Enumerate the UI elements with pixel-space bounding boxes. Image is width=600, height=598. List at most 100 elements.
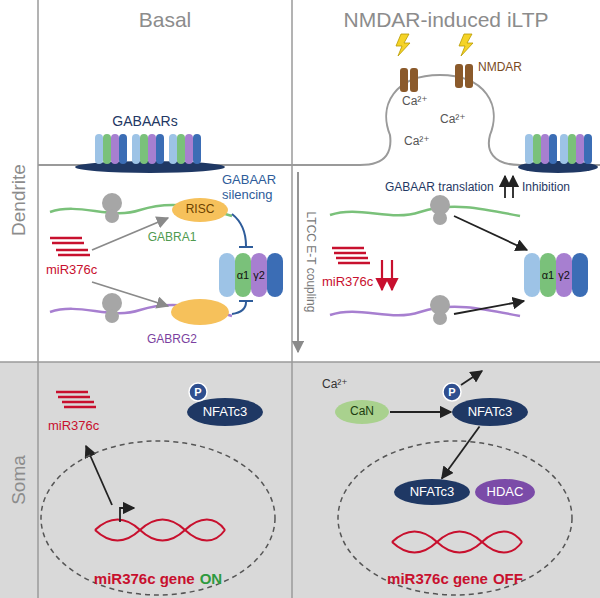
- mirna-label: miR376c: [48, 419, 99, 434]
- mirna-duplex: [56, 250, 90, 255]
- loading-arrow: [92, 172, 298, 352]
- text-holder: α1: [540, 253, 556, 297]
- protein-ellipse: NFATc3: [393, 478, 471, 506]
- column-title: Basal: [139, 8, 192, 32]
- soma-ground: [0, 362, 600, 598]
- text-holder: CaN: [334, 399, 390, 425]
- translation-arrow: [454, 176, 527, 314]
- receptor-subunit: [572, 253, 588, 297]
- shape-outline: [335, 400, 389, 424]
- gabaa-receptor-cluster: [95, 134, 127, 164]
- text-holder: P: [188, 382, 208, 402]
- gabaa-receptor-cluster: [75, 134, 598, 173]
- silencing-bar: [232, 214, 246, 246]
- ion-label: Ca²⁺: [440, 113, 466, 127]
- node-text: miR376c gene: [94, 570, 195, 587]
- gene-label: GABRG2: [147, 333, 197, 347]
- gabaa-receptor-cluster: [132, 134, 164, 164]
- silencing-bar: [232, 214, 253, 314]
- gabaa-receptor-cluster: [560, 134, 592, 164]
- node-text: γ2: [558, 269, 570, 282]
- mrna-strand: [330, 207, 520, 216]
- panel-divider: [37, 0, 39, 598]
- node-text: α1: [237, 269, 249, 282]
- stimulus-bolt: [459, 34, 473, 56]
- node-text: CaN: [350, 405, 374, 419]
- ion-label: Ca²⁺: [402, 95, 428, 109]
- text-holder: NFATc3: [393, 478, 471, 506]
- shape-outline: [338, 441, 572, 595]
- node-text: P: [194, 386, 201, 399]
- mirna-duplex: [56, 392, 90, 397]
- translation-arrow: [454, 216, 527, 250]
- activation-arrow: [390, 411, 451, 413]
- ribosome: [430, 195, 450, 225]
- region-label: Dendrite: [8, 164, 30, 236]
- nucleus-outline: miR376c geneOFF NFATc3 HDAC: [337, 440, 573, 596]
- activation-arrow: [442, 426, 480, 478]
- nmdar-channel: [400, 64, 473, 92]
- process-label: Inhibition: [522, 181, 570, 195]
- process-label: GABAAR translation: [385, 181, 494, 195]
- protein-ellipse: CaN: [334, 399, 390, 425]
- dna-helix: [95, 520, 225, 541]
- receptor-subunit: γ2: [251, 253, 267, 297]
- subunit-body: [540, 253, 556, 297]
- phosphate-circle: P: [442, 382, 462, 402]
- receptor-subunit: [524, 253, 540, 297]
- receptor-subunit: γ2: [556, 253, 572, 297]
- subunit-body: [556, 253, 572, 297]
- subunit-body: [235, 253, 251, 297]
- receptor-subunit: [219, 253, 235, 297]
- receptor-subunit: α1: [540, 253, 556, 297]
- mrna-strand: [330, 307, 520, 316]
- shape-outline: [443, 383, 461, 401]
- subunit-body: [251, 253, 267, 297]
- translation-arrow: [512, 176, 514, 198]
- translation-arrow: [454, 301, 524, 314]
- text-holder: RISC: [171, 197, 229, 223]
- dna-helix: [392, 532, 522, 553]
- shape-outline: [475, 479, 535, 505]
- shape-outline: [41, 441, 275, 595]
- panel-divider: [291, 0, 293, 598]
- process-label: GABAAR silencing: [222, 173, 290, 203]
- text-holder: P: [442, 382, 462, 402]
- gene-label: GABRA1: [148, 231, 197, 245]
- mirna-duplex: [50, 238, 84, 243]
- text-holder: miR376c gene ON: [40, 570, 276, 587]
- dna-helix: [95, 520, 522, 553]
- process-label: LTCC E-T coupling: [303, 212, 317, 313]
- gabaa-receptor-cluster: [525, 134, 557, 164]
- node-text: NFATc3: [468, 405, 513, 420]
- mirna-label: miR376c: [46, 263, 97, 278]
- receptor-label: GABAARs: [112, 113, 177, 129]
- nmdar-channel: [400, 68, 408, 92]
- node-text: NFATc3: [203, 405, 248, 420]
- node-text: NFATc3: [410, 485, 455, 500]
- decrease-arrow: [382, 260, 392, 290]
- silencing-bar: [232, 302, 246, 314]
- nmdar-channel: [465, 64, 473, 88]
- shape-outline: [189, 383, 207, 401]
- decrease-arrow: [391, 260, 393, 290]
- region-label: Soma: [8, 455, 30, 505]
- risc-complex: [171, 299, 229, 325]
- text-holder: γ2: [556, 253, 572, 297]
- protein-ellipse: HDAC: [474, 478, 536, 506]
- ribosome: [430, 295, 450, 325]
- stimulus-bolt: [396, 34, 410, 56]
- shape-outline: [172, 198, 228, 222]
- node-text: HDAC: [487, 485, 524, 500]
- ribosome: [102, 193, 450, 325]
- nmdar-channel: [410, 68, 418, 92]
- shape-outline: [452, 398, 528, 426]
- text-holder: miR376c geneOFF: [337, 570, 573, 587]
- receptor-subunit: [219, 253, 588, 297]
- node-text: α1: [542, 269, 554, 282]
- nucleus-outline: miR376c gene ON: [40, 440, 276, 596]
- node-text: ON: [200, 570, 223, 587]
- receptor-subunit: [267, 253, 283, 297]
